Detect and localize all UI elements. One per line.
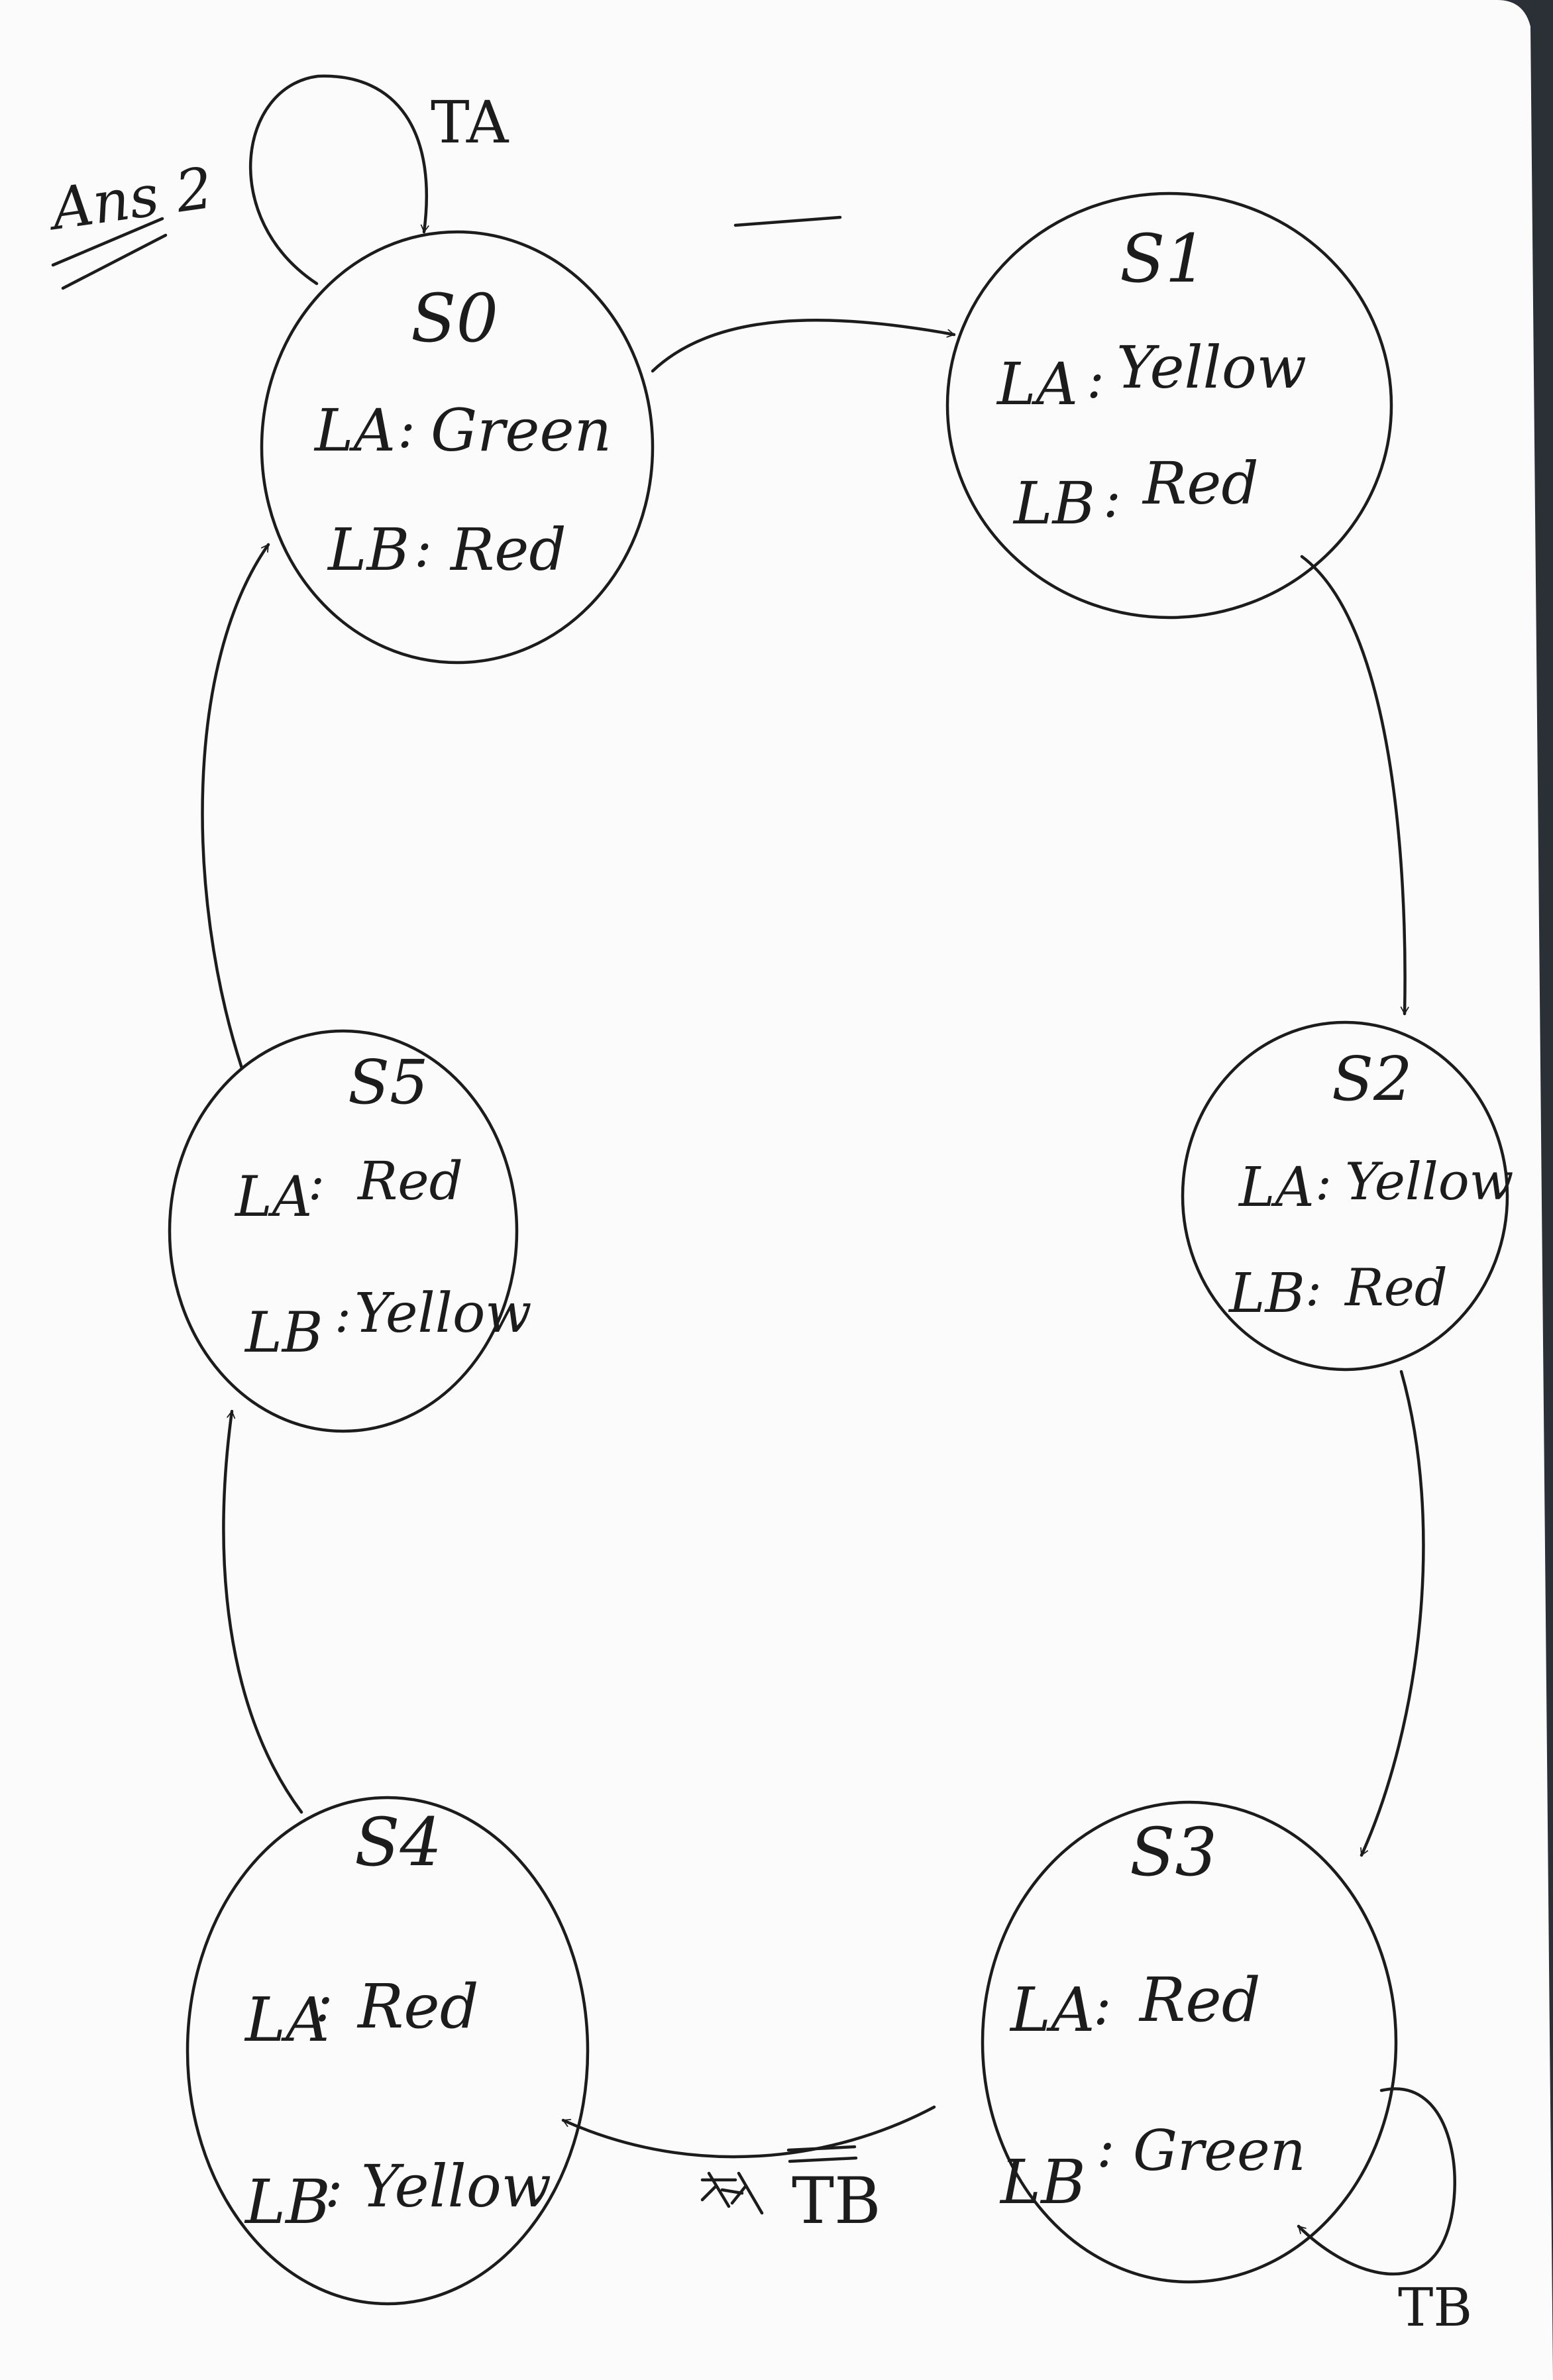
state-lb-value: Yellow bbox=[354, 1282, 532, 1345]
state-s4: S4 LA : Red LB : Yellow bbox=[186, 1796, 590, 2306]
state-id: S5 bbox=[348, 1047, 429, 1118]
label-s0-self: TA bbox=[431, 88, 509, 156]
state-circle-s2 bbox=[1181, 1020, 1509, 1372]
state-la-colon: : bbox=[308, 1154, 325, 1211]
state-id: S0 bbox=[411, 280, 498, 357]
edge-s3-self bbox=[1297, 2087, 1456, 2276]
state-la-label: LA bbox=[996, 350, 1078, 418]
state-id: S1 bbox=[1120, 220, 1207, 298]
state-lb-colon: : bbox=[414, 517, 432, 579]
state-id: S4 bbox=[354, 1804, 442, 1881]
edge-s3-s4 bbox=[561, 2105, 936, 2159]
edge-s4-s5 bbox=[222, 1409, 303, 1814]
state-lb-colon: : bbox=[335, 1287, 351, 1344]
label-s3-self: TB bbox=[1398, 2277, 1472, 2338]
state-la-label: LA bbox=[1238, 1156, 1314, 1219]
state-circle-s5 bbox=[168, 1029, 519, 1433]
state-lb-value: Yellow bbox=[361, 2152, 551, 2220]
state-lb-label: LB bbox=[327, 515, 409, 584]
edge-s1-s2 bbox=[1300, 555, 1409, 1016]
state-lb-value: Green bbox=[1133, 2118, 1306, 2183]
state-la-value: Red bbox=[356, 1971, 479, 2042]
edge-s5-s0 bbox=[201, 543, 270, 1070]
state-circle-s4 bbox=[186, 1796, 590, 2306]
state-lb-label: LB bbox=[999, 2147, 1086, 2218]
state-la-colon: : bbox=[398, 398, 415, 460]
state-circle-s1 bbox=[945, 191, 1393, 620]
state-circle-s3 bbox=[981, 1800, 1398, 2284]
state-la-colon: : bbox=[315, 1971, 333, 2034]
state-la-colon: : bbox=[1093, 1974, 1112, 2037]
state-s2: S2 LA : Yellow LB : Red bbox=[1181, 1020, 1514, 1372]
state-lb-value: Red bbox=[1142, 449, 1259, 517]
state-lb-label: LB bbox=[244, 1300, 323, 1365]
edge-s0-self bbox=[248, 74, 429, 286]
state-la-label: LA bbox=[234, 1164, 312, 1229]
label-s3-s4-scribble bbox=[700, 2171, 764, 2215]
state-la-value: Green bbox=[431, 396, 612, 464]
state-lb-colon: : bbox=[1305, 1260, 1322, 1317]
state-la-label: LA bbox=[244, 1984, 330, 2055]
state-lb-colon: : bbox=[1097, 2117, 1115, 2180]
state-circle-s0 bbox=[260, 230, 655, 665]
state-lb-colon: : bbox=[1103, 468, 1121, 529]
state-s0: S0 LA : Green LB : Red bbox=[260, 230, 655, 665]
state-id: S3 bbox=[1130, 1813, 1217, 1891]
label-s3-s4-overbar-1 bbox=[786, 2145, 857, 2152]
state-lb-label: LB bbox=[1012, 469, 1095, 537]
edge-s2-s3 bbox=[1360, 1370, 1425, 1857]
state-s5: S5 LA : Red LB : Yellow bbox=[168, 1029, 532, 1433]
state-s1: S1 LA : Yellow LB : Red bbox=[945, 191, 1393, 620]
state-lb-label: LB bbox=[244, 2167, 331, 2238]
state-s3: S3 LA : Red LB : Green bbox=[981, 1800, 1398, 2284]
state-lb-value: Red bbox=[1344, 1258, 1448, 1318]
state-la-label: LA bbox=[313, 396, 396, 464]
state-la-colon: : bbox=[1087, 349, 1104, 410]
edge-s0-s1 bbox=[651, 319, 956, 373]
state-la-value: Yellow bbox=[1116, 333, 1307, 402]
state-lb-label: LB bbox=[1228, 1262, 1305, 1325]
state-la-value: Red bbox=[1138, 1965, 1261, 2035]
state-la-value: Yellow bbox=[1345, 1152, 1514, 1212]
heading-underline-1 bbox=[51, 217, 164, 267]
label-s3-s4: TB bbox=[792, 2164, 881, 2238]
state-lb-colon: : bbox=[325, 2157, 343, 2220]
state-lb-value: Red bbox=[449, 515, 566, 584]
state-la-colon: : bbox=[1315, 1154, 1332, 1211]
state-id: S2 bbox=[1332, 1044, 1413, 1114]
state-la-label: LA bbox=[1009, 1974, 1095, 2045]
label-s0-s1-overbar bbox=[733, 215, 842, 227]
label-s3-s4-overbar-2 bbox=[788, 2156, 858, 2163]
state-la-value: Red bbox=[356, 1150, 463, 1212]
heading-underline-2 bbox=[61, 233, 168, 290]
